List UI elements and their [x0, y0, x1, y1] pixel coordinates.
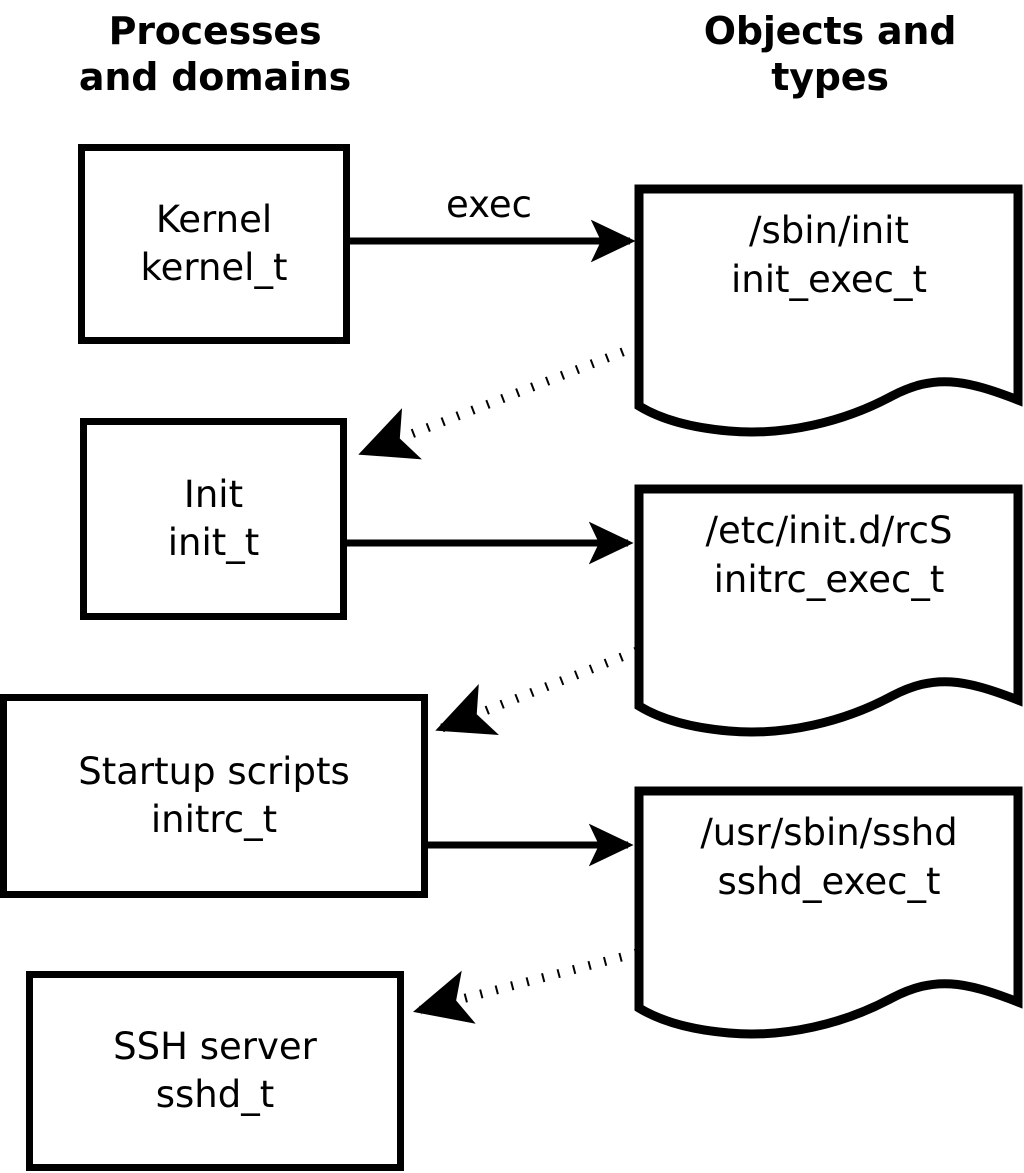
process-box-init[interactable]: Init init_t	[80, 418, 347, 620]
document-shape-init-exec[interactable]: /sbin/init init_exec_t	[634, 184, 1024, 437]
document-shape-sshd-exec-label: /usr/sbin/sshd sshd_exec_t	[700, 811, 958, 903]
edge-label-exec: exec	[446, 183, 532, 226]
edge-initrc-exec-to-initrc	[435, 646, 639, 736]
document-outline	[634, 786, 1023, 1039]
process-box-ssh-server[interactable]: SSH server sshd_t	[26, 971, 404, 1171]
edge-init-exec-to-init	[358, 341, 640, 460]
process-box-startup-scripts-label: Startup scripts initrc_t	[78, 750, 350, 841]
process-box-init-label: Init init_t	[167, 473, 260, 564]
document-outline	[634, 484, 1023, 737]
document-outline	[634, 184, 1023, 437]
process-box-kernel[interactable]: Kernel kernel_t	[78, 144, 350, 344]
column-title-objects: Objects and types	[703, 9, 957, 99]
process-box-ssh-server-label: SSH server sshd_t	[113, 1025, 317, 1116]
arrow-line-dotted	[413, 948, 639, 1024]
arrow-line-dotted	[435, 646, 639, 736]
document-shape-init-exec-label: /sbin/init init_exec_t	[730, 209, 927, 301]
document-shape-initrc-exec[interactable]: /etc/init.d/rcS initrc_exec_t	[634, 484, 1024, 737]
document-shape-initrc-exec-label: /etc/init.d/rcS initrc_exec_t	[705, 509, 953, 601]
process-box-kernel-label: Kernel kernel_t	[140, 198, 288, 289]
process-box-startup-scripts[interactable]: Startup scripts initrc_t	[0, 694, 428, 898]
column-title-processes: Processes and domains	[78, 9, 352, 99]
arrow-line-dotted	[358, 341, 640, 460]
edge-sshd-exec-to-sshd	[413, 948, 639, 1024]
document-shape-sshd-exec[interactable]: /usr/sbin/sshd sshd_exec_t	[634, 786, 1024, 1039]
